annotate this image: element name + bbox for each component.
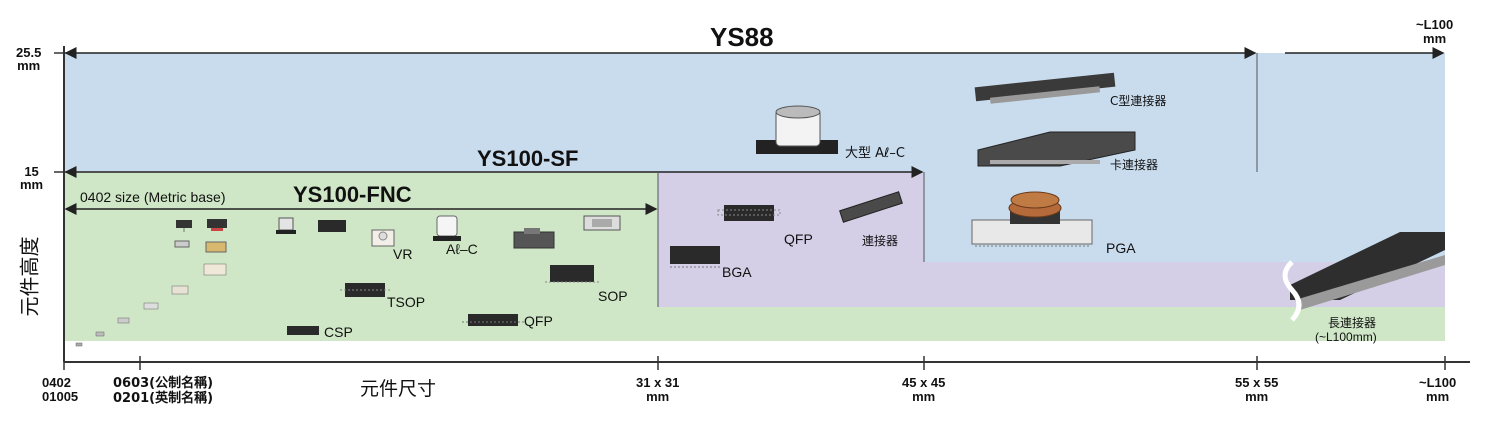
ys100fnc-label: YS100-FNC: [293, 182, 412, 207]
chip-0603-icon: [143, 302, 159, 310]
qfp-mid-icon: [717, 205, 781, 221]
connector-mid-icon: [839, 191, 903, 223]
sop-label: SOP: [598, 288, 628, 304]
transistor-icon: [176, 220, 192, 232]
power-ic-icon: [513, 228, 555, 249]
al-cap-large-icon: [756, 105, 838, 154]
c-connector-label: C型連接器: [1110, 94, 1167, 108]
chip-0201-icon: [95, 331, 105, 337]
csp-label: CSP: [324, 324, 353, 340]
long-connector-label: 長連接器: [1328, 316, 1377, 330]
tsop-icon: [340, 283, 390, 297]
long-connector-icon: [1282, 232, 1445, 322]
c-connector-icon: [974, 72, 1116, 104]
qfp-small-label: QFP: [524, 313, 553, 329]
vr-label: VR: [393, 246, 413, 262]
fnc-note-label: 0402 size (Metric base): [80, 189, 226, 205]
ys88-label: YS88: [710, 22, 774, 52]
cylinder-chip-icon: [174, 240, 190, 248]
csp-icon: [287, 326, 319, 335]
chip-0402-icon: [117, 317, 130, 324]
chip-01005-icon: [75, 342, 83, 347]
tantalum-chip-icon: [205, 241, 227, 253]
ys100fnc-zone: [64, 172, 658, 341]
chip-1608-icon: [203, 263, 227, 276]
al-cap-small-icon: [433, 215, 461, 241]
x-tick-0603: 0603(公制名稱)0201(英制名稱): [113, 376, 214, 406]
y-axis-title: 元件高度: [17, 236, 42, 317]
diode-chip-icon: [207, 219, 227, 231]
qfp-small-icon: [462, 314, 524, 326]
card-connector-icon: [977, 131, 1136, 167]
long-connector-note: (~L100mm): [1315, 330, 1377, 344]
pga-icon: [971, 191, 1093, 247]
shield-case-icon: [583, 215, 621, 231]
qfp-mid-label: QFP: [784, 231, 813, 247]
pga-label: PGA: [1106, 240, 1136, 256]
ys100sf-label: YS100-SF: [477, 146, 579, 171]
al-cap-small-label: Aℓ–C: [446, 241, 478, 257]
al-cap-large-label: 大型 Aℓ–C: [845, 146, 905, 161]
ic-small-icon: [318, 220, 346, 232]
card-connector-label: 卡連接器: [1110, 158, 1159, 172]
tsop-label: TSOP: [387, 294, 426, 310]
chip-1005-icon: [171, 285, 189, 295]
sop-icon: [545, 265, 600, 283]
connector-mid-label: 連接器: [862, 234, 899, 248]
vr-icon: [371, 229, 395, 247]
bga-label: BGA: [722, 264, 752, 280]
small-cap-icon: [276, 217, 296, 234]
bga-icon: [670, 246, 720, 268]
bottom-green-band: [658, 307, 1445, 341]
x-axis-title: 元件尺寸: [360, 378, 437, 400]
